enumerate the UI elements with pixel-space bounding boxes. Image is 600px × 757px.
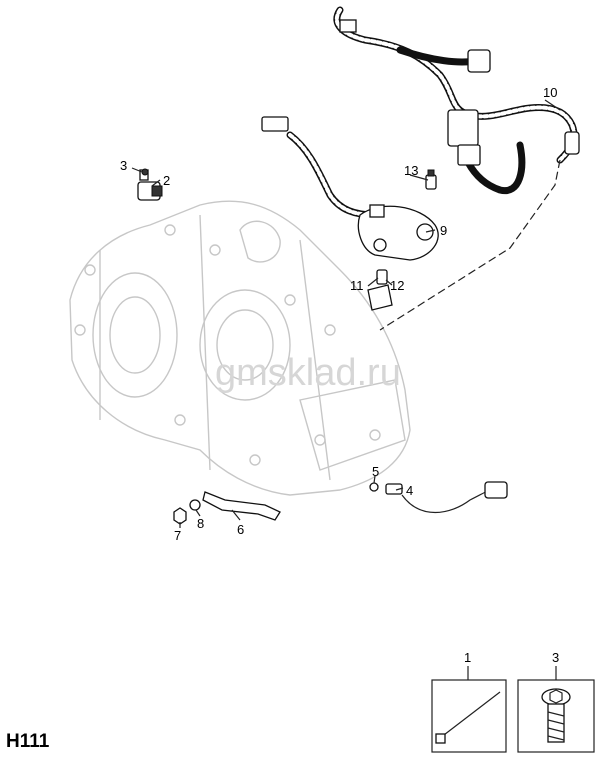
callout-4: 4 (406, 483, 413, 498)
switch-bracket (367, 269, 393, 311)
callout-10: 10 (543, 85, 557, 100)
legend: 1 3 (431, 650, 595, 753)
cable-bracket (173, 491, 281, 525)
temperature-sensor-cable (369, 481, 508, 514)
wiring-harness (261, 6, 580, 331)
legend-item-bolt: 3 (517, 650, 595, 753)
cable-tie-icon (435, 691, 501, 744)
leader-lines (131, 99, 561, 528)
callout-labels: 3 2 13 9 11 12 10 5 4 6 7 8 (120, 85, 557, 543)
callout-5: 5 (372, 464, 379, 479)
watermark: gmsklad.ru (215, 352, 401, 394)
callout-8: 8 (197, 516, 204, 531)
callout-9: 9 (440, 223, 447, 238)
bolt-icon (541, 688, 571, 743)
pressure-sensor (425, 169, 437, 190)
callout-3: 3 (120, 158, 127, 173)
legend-item-cable-tie: 1 (431, 650, 507, 753)
callout-13: 13 (404, 163, 418, 178)
callout-6: 6 (237, 522, 244, 537)
diagram-code: H111 (6, 731, 50, 752)
legend-number-1: 1 (464, 650, 471, 665)
callout-7: 7 (174, 528, 181, 543)
callout-11: 11 (350, 278, 364, 293)
legend-number-3: 3 (552, 650, 559, 665)
transmission-housing (69, 200, 411, 496)
callout-2: 2 (163, 173, 170, 188)
range-selector-switch (357, 204, 439, 261)
speed-sensor (137, 168, 163, 201)
callout-12: 12 (390, 278, 404, 293)
